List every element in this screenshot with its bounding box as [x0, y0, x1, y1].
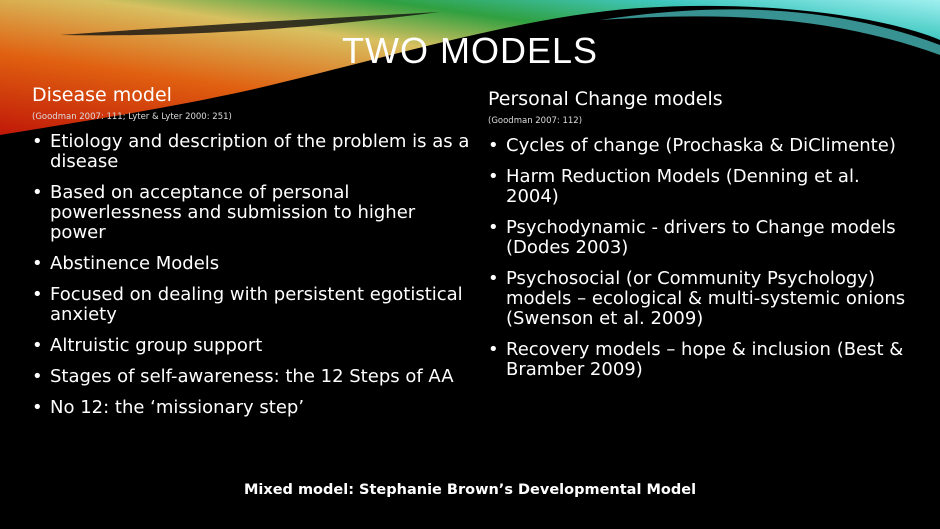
disease-model-column: Disease model (Goodman 2007: 111; Lyter …: [32, 84, 472, 429]
column-heading: Personal Change models: [488, 88, 723, 110]
list-item: Recovery models – hope & inclusion (Best…: [488, 340, 908, 380]
list-item: Based on acceptance of personal powerles…: [32, 183, 472, 243]
slide-title: TWO MODELS: [341, 30, 598, 71]
list-item: Psychosocial (or Community Psychology) m…: [488, 269, 908, 329]
list-item: Stages of self-awareness: the 12 Steps o…: [32, 367, 472, 388]
footer-note: Mixed model: Stephanie Brown’s Developme…: [243, 482, 697, 498]
personal-change-column: Personal Change models (Goodman 2007: 11…: [488, 88, 908, 391]
bullet-list: Etiology and description of the problem …: [32, 132, 472, 419]
citation: (Goodman 2007: 111; Lyter & Lyter 2000: …: [32, 112, 232, 122]
list-item: No 12: the ‘missionary step’: [32, 398, 472, 419]
list-item: Cycles of change (Prochaska & DiClimente…: [488, 136, 908, 157]
citation: (Goodman 2007: 112): [488, 116, 583, 126]
list-item: Psychodynamic - drivers to Change models…: [488, 218, 908, 258]
bullet-list: Cycles of change (Prochaska & DiClimente…: [488, 136, 908, 380]
list-item: Focused on dealing with persistent egoti…: [32, 285, 472, 325]
list-item: Abstinence Models: [32, 254, 472, 275]
list-item: Altruistic group support: [32, 336, 472, 357]
list-item: Harm Reduction Models (Denning et al. 20…: [488, 167, 908, 207]
list-item: Etiology and description of the problem …: [32, 132, 472, 172]
decorative-swoosh: [0, 0, 940, 135]
column-heading: Disease model: [32, 84, 172, 106]
